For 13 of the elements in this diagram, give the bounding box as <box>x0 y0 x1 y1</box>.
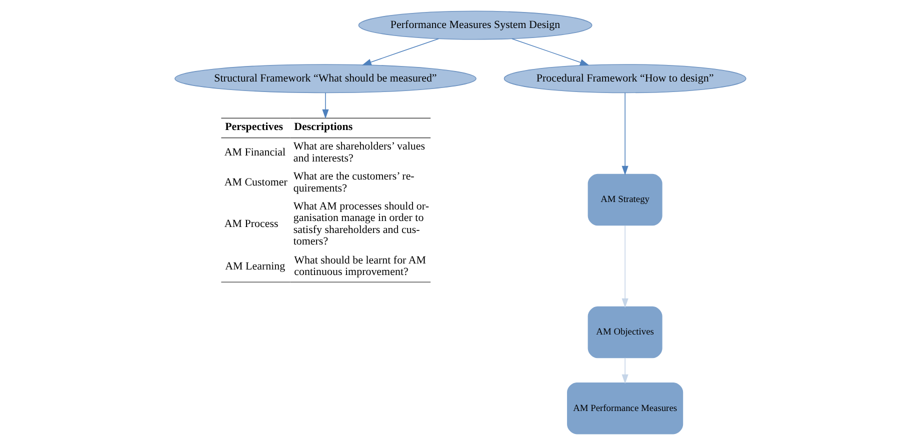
arrow <box>322 92 329 119</box>
arrow <box>622 357 628 384</box>
arrow <box>512 38 590 66</box>
node-ellipse: Performance Measures System Design <box>358 10 592 40</box>
node-box: AM Objectives <box>588 306 662 358</box>
arrow <box>362 38 440 66</box>
arrow <box>622 92 628 176</box>
node-ellipse: Structural Framework “What should be measured” <box>174 64 476 94</box>
node-box: AM Performance Measures <box>567 382 684 434</box>
node-ellipse: Procedural Framework “How to design” <box>504 64 746 94</box>
arrow <box>622 225 628 308</box>
node-text: Perspectives Descriptions AM Financial What are shareholders’ values and interests? AM Customer What are the customers’ re- quirements? AM Process What AM processes should or- ganisation manage in order to satisfy shareholders and cus- tomers? AM Learning What should be learnt for AM continuous improvement? <box>224 121 429 278</box>
node-box: AM Strategy <box>588 174 662 226</box>
